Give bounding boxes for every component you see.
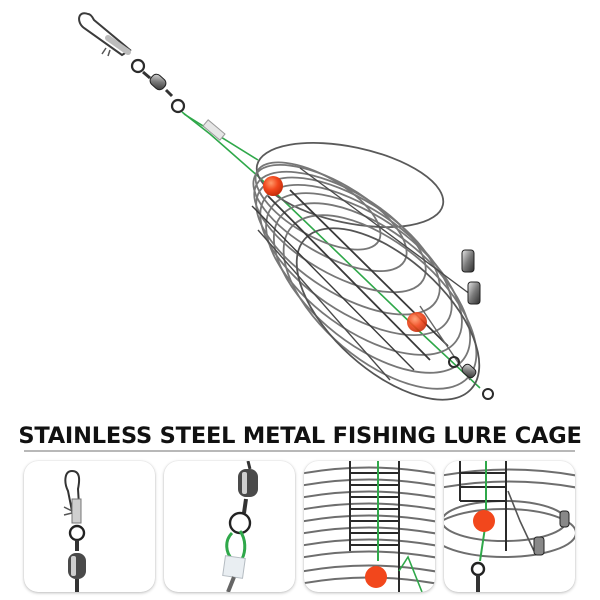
swivel-line-loop-icon [222,461,258,592]
detail-panel-snap-swivel [24,461,155,592]
cage-wire-bead-icon [304,461,435,592]
detail-panel-cage-wire [304,461,435,592]
fishing-cage-illustration [78,12,494,401]
snap-swivel-icon [63,469,86,592]
cage-bottom-springs-icon [444,461,575,592]
detail-panel-cage-bottom [444,461,575,592]
bottom-swivel-icon [448,356,494,400]
orange-bead-inner-icon [407,312,427,332]
spring-weights-icon [461,249,481,305]
hero-product-image [78,12,494,401]
title-underline-divider [24,450,575,452]
orange-bead-top-icon [263,176,283,196]
snap-clip-icon [78,12,132,57]
barrel-swivel-icon [130,58,186,114]
product-title: STAINLESS STEEL METAL FISHING LURE CAGE [18,423,582,449]
green-line-icon [181,111,481,389]
detail-panel-swivel-line [164,461,295,592]
